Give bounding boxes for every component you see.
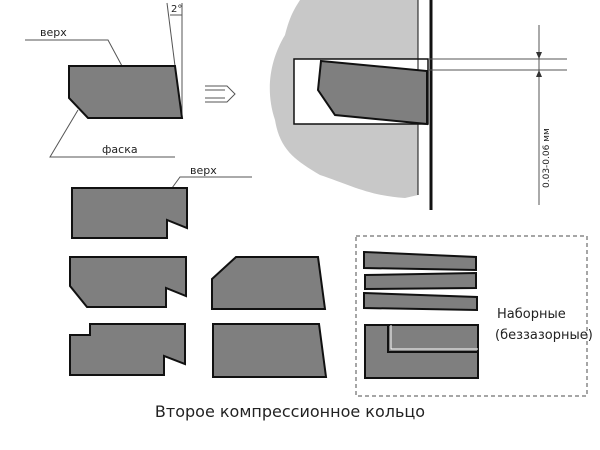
- composite-ring-gap: [390, 325, 478, 350]
- stacked-ring-3: [363, 291, 478, 312]
- stacked-label-1: Наборные: [497, 307, 566, 322]
- stacked-ring-2: [364, 271, 477, 291]
- top-leader-line: [25, 39, 123, 67]
- chamfer-leader-line: [49, 109, 175, 158]
- arrow-down-icon: [536, 52, 542, 59]
- arrow-up-icon: [536, 70, 542, 77]
- stacked-rings-group: Наборные (беззазорные): [355, 235, 593, 397]
- stacked-label-2: (беззазорные): [495, 328, 593, 343]
- caption: Второе компрессионное кольцо: [155, 402, 425, 421]
- ring-main: [68, 65, 184, 119]
- ring-variants: верх: [69, 164, 328, 378]
- composite-ring-split: [387, 325, 478, 353]
- ring-variant-3: [69, 323, 186, 376]
- ring-variant-4: [211, 256, 327, 310]
- dashed-frame: [355, 235, 588, 397]
- chamfer-label: фаска: [102, 143, 138, 156]
- double-arrow-icon: [205, 85, 236, 103]
- top-leader-line-2: [171, 176, 252, 189]
- top-label-2: верх: [190, 164, 217, 177]
- gap-label: 0.03-0.06 мм: [542, 128, 552, 188]
- top-label: верх: [40, 26, 67, 39]
- ring-profile-main: верх 2° фаска: [25, 2, 184, 158]
- piston-section: 0.03-0.06 мм: [269, 0, 567, 210]
- angle-label: 2°: [171, 4, 182, 15]
- ring-variant-2: [69, 256, 187, 308]
- ring-variant-1: [71, 187, 188, 239]
- ring-in-groove: [316, 59, 428, 126]
- ring-variant-5: [212, 323, 328, 378]
- stacked-ring-1: [363, 250, 477, 272]
- angle-line: [166, 2, 176, 67]
